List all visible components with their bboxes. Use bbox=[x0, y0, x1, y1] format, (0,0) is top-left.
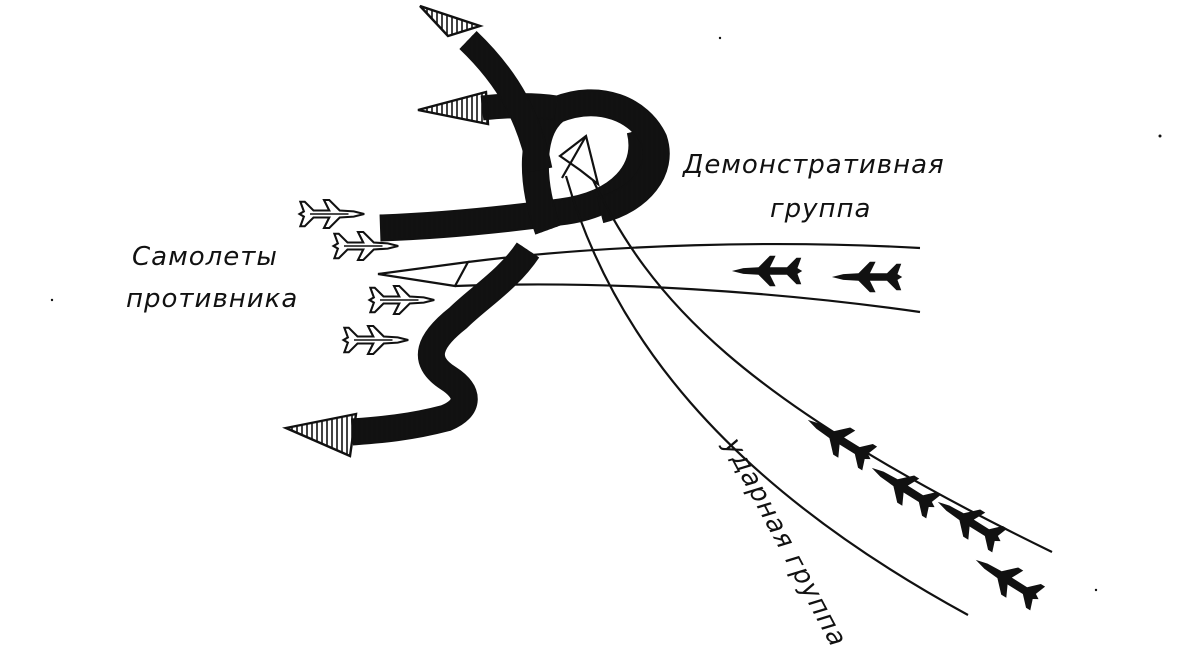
demonstrative-group-label-line2: группа bbox=[770, 194, 872, 224]
enemy-aircraft-icon bbox=[368, 284, 436, 316]
enemy-aircraft-icon bbox=[298, 198, 366, 230]
lower-maneuver-arrow bbox=[282, 242, 540, 458]
friendly-aircraft-icon bbox=[831, 261, 903, 293]
enemy-aircraft-label-line2: противника bbox=[126, 284, 299, 314]
friendly-aircraft-icon bbox=[863, 454, 944, 521]
tactics-diagram bbox=[50, 4, 1162, 616]
friendly-aircraft-icon bbox=[731, 255, 803, 287]
friendly-aircraft-icon bbox=[967, 546, 1048, 613]
top-climb-arrow bbox=[419, 4, 553, 173]
friendly-aircraft-icon bbox=[929, 488, 1010, 555]
strike-group-corridor bbox=[558, 134, 1053, 616]
print-specks bbox=[50, 36, 1162, 592]
strike-group-aircraft bbox=[799, 406, 1048, 613]
demonstrative-group-label-line1: Демонстративная bbox=[683, 150, 945, 180]
enemy-aircraft-label-line1: Самолеты bbox=[132, 242, 278, 272]
enemy-aircraft-icon bbox=[342, 324, 410, 356]
middle-maneuver-arrow bbox=[379, 126, 656, 242]
demonstrative-group-aircraft bbox=[731, 255, 903, 293]
